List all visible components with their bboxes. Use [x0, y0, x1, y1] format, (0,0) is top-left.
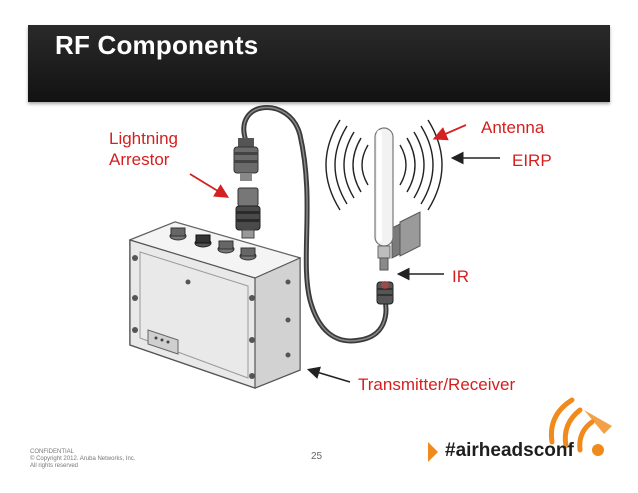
arrow-antenna [432, 124, 467, 141]
enclosure-port [194, 234, 212, 248]
antenna-bracket [391, 211, 421, 259]
cable-connector-top [233, 138, 259, 181]
label-lightning-line2: Arrestor [109, 150, 170, 169]
footer-rights: All rights reserved [30, 463, 79, 469]
label-antenna: Antenna [481, 118, 545, 137]
slide-title: RF Components [55, 30, 259, 60]
footer-copyright: CONFIDENTIAL © Copyright 2012. Aruba Net… [30, 449, 135, 470]
enclosure-port [169, 227, 187, 241]
transmitter-receiver-enclosure [128, 221, 302, 389]
page-number: 25 [311, 451, 323, 462]
antenna-connector [376, 281, 394, 305]
footer-confidential: CONFIDENTIAL [30, 449, 75, 455]
label-transmitter-receiver: Transmitter/Receiver [358, 375, 516, 394]
airheads-logo [548, 397, 612, 456]
label-lightning-arrestor: Lightning Arrestor [109, 128, 178, 170]
hashtag-text: #airheadsconf [445, 440, 574, 461]
label-ir: IR [452, 267, 469, 286]
enclosure-port [239, 247, 257, 261]
footer-copyright-line: © Copyright 2012. Aruba Networks, Inc. [30, 456, 136, 462]
chevron-icon [428, 442, 438, 462]
enclosure-port [217, 240, 235, 254]
arrow-lightning-arrestor [189, 173, 230, 198]
arrow-transmitter-receiver [306, 366, 351, 383]
lightning-arrestor [235, 187, 261, 239]
title-bar [28, 25, 610, 102]
antenna [374, 127, 394, 271]
label-eirp: EIRP [512, 151, 552, 170]
label-lightning-line1: Lightning [109, 129, 179, 148]
radiation-waves [325, 119, 443, 211]
